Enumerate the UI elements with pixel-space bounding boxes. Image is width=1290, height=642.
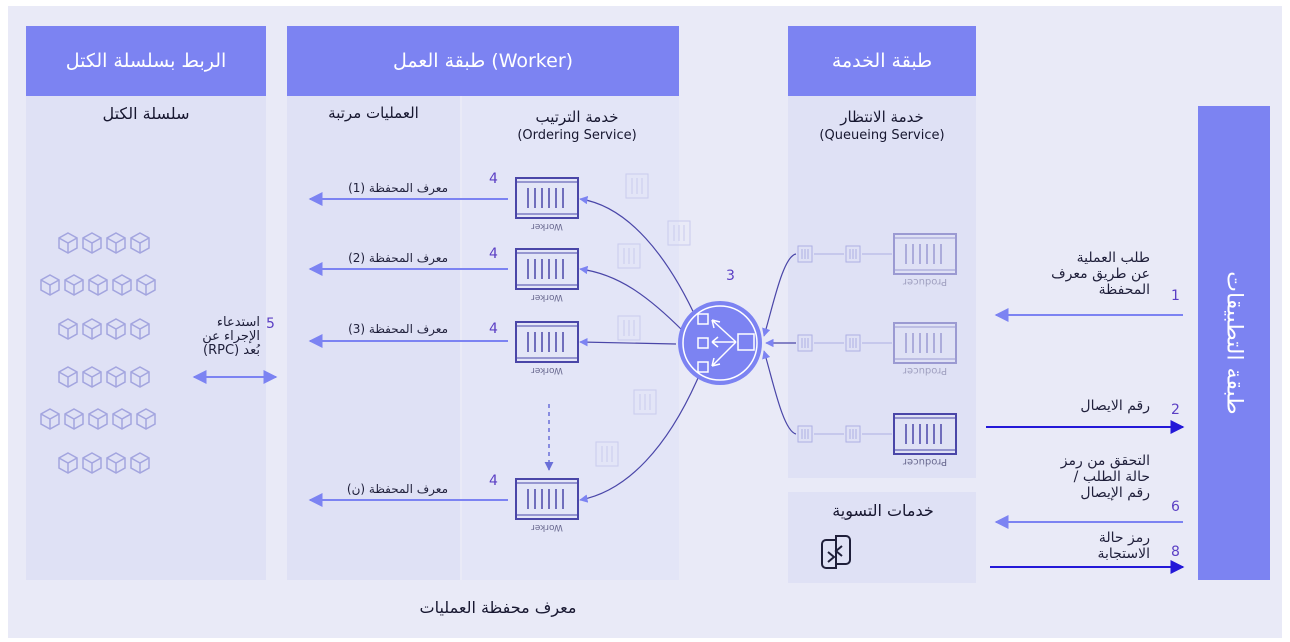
- producer-caption-2: Producer: [902, 365, 947, 376]
- worker-caption-2: Worker: [531, 292, 563, 302]
- step-8-text: رمز حالة الاستجابة: [1018, 530, 1150, 562]
- ordering-service-label-ar: خدمة الترتيب: [535, 108, 619, 126]
- step-1-line-1: طلب العملية: [1076, 250, 1150, 266]
- step-5-line-1: استدعاء: [216, 315, 260, 330]
- apps-layer-tab: طبقة التطبيقات: [1198, 106, 1270, 580]
- step-5: 5: [266, 316, 275, 332]
- worker-box-2: [515, 248, 579, 290]
- queueing-service-label-en: (Queueing Service): [819, 128, 945, 143]
- wallet-id-n: معرف المحفظة (ن): [346, 482, 448, 496]
- worker-box-n: [515, 478, 579, 520]
- step-6-line-1: التحقق من رمز: [1060, 453, 1150, 469]
- step-1-text: طلب العملية عن طريق معرف المحفظة: [1018, 250, 1150, 298]
- hub-to-worker-curves: [579, 195, 699, 503]
- step-2: 2: [1171, 402, 1180, 418]
- producer-box-2: [893, 322, 957, 364]
- chain-label: سلسلة الكتل: [102, 104, 190, 123]
- producer-caption-1: Producer: [902, 276, 947, 287]
- step-6-line-3: رقم الإيصال: [1080, 485, 1150, 501]
- ordering-messages: [595, 173, 691, 467]
- ordering-service-label-en: (Ordering Service): [517, 128, 637, 143]
- step-5-line-3: بُعد (RPC): [203, 343, 260, 358]
- producer-box-1: [893, 233, 957, 275]
- step-5-text: استدعاء الإجراء عن بُعد (RPC): [168, 316, 260, 358]
- step-6-text: التحقق من رمز حالة الطلب / رقم الإيصال: [1018, 453, 1150, 501]
- producer-caption-3: Producer: [902, 456, 947, 467]
- settlement-panel: [788, 492, 976, 583]
- producer-box-3: [893, 413, 957, 455]
- worker-box-1: [515, 177, 579, 219]
- worker-box-3: [515, 321, 579, 363]
- step-2-text: رقم الايصال: [1080, 398, 1150, 414]
- step-4-d: 4: [489, 473, 498, 489]
- wallet-id-2: معرف المحفظة (2): [348, 251, 448, 265]
- step-5-line-2: الإجراء عن: [202, 329, 260, 344]
- settlement-icon: [821, 535, 851, 569]
- step-8-line-2: الاستجابة: [1097, 546, 1150, 562]
- wallet-id-1: معرف المحفظة (1): [348, 181, 448, 195]
- step-4-b: 4: [489, 246, 498, 262]
- blockchain-cubes: [40, 232, 156, 474]
- service-header: طبقة الخدمة: [788, 26, 976, 96]
- producer-message-chains: [797, 245, 892, 443]
- footer-label: معرف محفظة العمليات: [419, 598, 577, 617]
- step-1-line-3: المحفظة: [1098, 282, 1150, 298]
- step-3: 3: [726, 268, 735, 284]
- step-1: 1: [1171, 288, 1180, 304]
- wallet-id-3: معرف المحفظة (3): [348, 322, 448, 336]
- step-8: 8: [1171, 544, 1180, 560]
- blockchain-panel: [26, 26, 266, 580]
- settlement-label: خدمات التسوية: [832, 501, 934, 520]
- step-1-line-2: عن طريق معرف: [1051, 266, 1150, 282]
- worker-caption-1: Worker: [531, 221, 563, 231]
- worker-caption-3: Worker: [531, 365, 563, 375]
- worker-header: طبقة العمل (Worker): [287, 26, 679, 96]
- ordered-ops-label: العمليات مرتبة: [328, 104, 419, 122]
- step-4-a: 4: [489, 171, 498, 187]
- producer-to-hub-curves: [762, 253, 797, 435]
- blockchain-header: الربط بسلسلة الكتل: [26, 26, 266, 96]
- step-8-line-1: رمز حالة: [1098, 530, 1150, 546]
- diagram-graphics: Worker Worker Worker Worker: [40, 173, 1185, 574]
- ordering-hub-icon: [678, 301, 762, 385]
- step-6: 6: [1171, 499, 1180, 515]
- queueing-service-label-ar: خدمة الانتظار: [840, 108, 924, 126]
- diagram-canvas: الربط بسلسلة الكتل سلسلة الكتل طبقة العم…: [8, 6, 1282, 638]
- step-4-c: 4: [489, 321, 498, 337]
- worker-caption-n: Worker: [531, 522, 563, 532]
- step-6-line-2: حالة الطلب /: [1073, 469, 1150, 485]
